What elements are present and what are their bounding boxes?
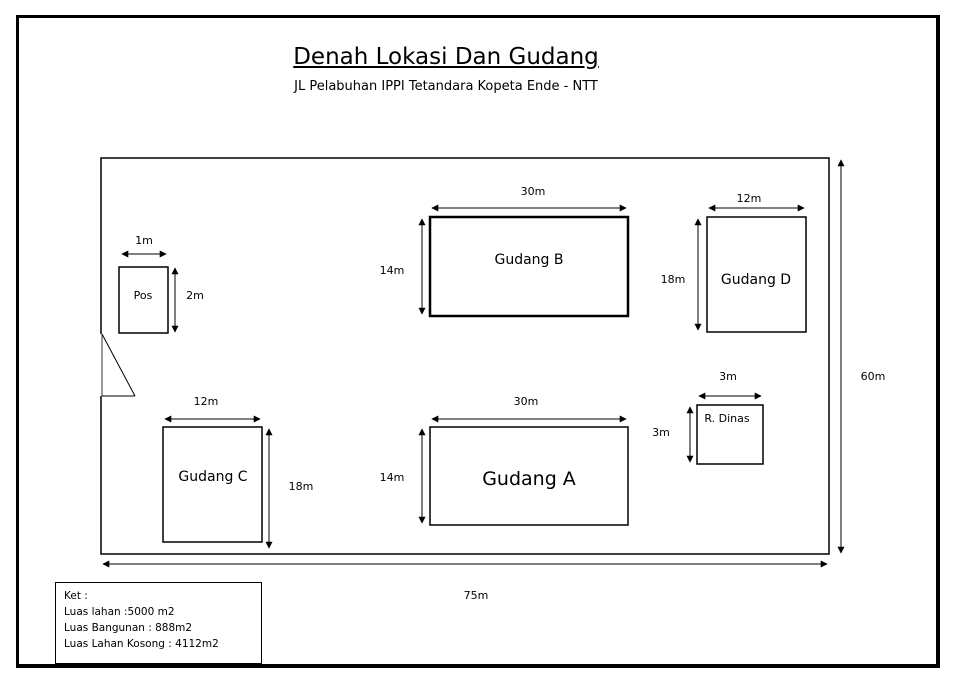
gudang-d-height-label: 18m — [661, 273, 686, 286]
pos-height-label: 2m — [186, 289, 204, 302]
pos-label: Pos — [134, 289, 153, 302]
gudang-b-height-label: 14m — [380, 264, 405, 277]
pos-width-label: 1m — [135, 234, 153, 247]
gudang-a-width-label: 30m — [514, 395, 539, 408]
gudang-c-width-label: 12m — [194, 395, 219, 408]
legend-line-land-area: Luas lahan :5000 m2 — [64, 606, 175, 618]
r-dinas-building — [696, 404, 764, 465]
r-dinas-label: R. Dinas — [704, 412, 749, 425]
page-frame — [16, 15, 940, 668]
gudang-b-width-label: 30m — [521, 185, 546, 198]
pos-building — [118, 266, 169, 334]
gudang-b-label: Gudang B — [494, 252, 563, 268]
legend-line-empty-area: Luas Lahan Kosong : 4112m2 — [64, 638, 219, 650]
gudang-c-building — [162, 426, 263, 543]
gudang-a-label: Gudang A — [482, 468, 576, 490]
page-subtitle: JL Pelabuhan IPPI Tetandara Kopeta Ende … — [294, 79, 598, 94]
gudang-d-width-label: 12m — [737, 192, 762, 205]
site-width-label: 75m — [464, 589, 489, 602]
gate — [99, 333, 136, 397]
gudang-b-building — [428, 215, 630, 318]
legend-heading: Ket : — [64, 590, 88, 602]
legend-box: Ket : Luas lahan :5000 m2 Luas Bangunan … — [55, 582, 262, 664]
legend-line-building-area: Luas Bangunan : 888m2 — [64, 622, 193, 634]
gudang-c-height-label: 18m — [289, 480, 314, 493]
gudang-a-building — [429, 426, 629, 526]
site-height-label: 60m — [861, 370, 886, 383]
r-dinas-height-label: 3m — [652, 426, 670, 439]
gudang-d-label: Gudang D — [721, 272, 791, 288]
gudang-a-height-label: 14m — [380, 471, 405, 484]
gudang-d-building — [706, 216, 807, 333]
r-dinas-width-label: 3m — [719, 370, 737, 383]
page-title: Denah Lokasi Dan Gudang — [293, 44, 599, 70]
gudang-c-label: Gudang C — [178, 469, 247, 485]
